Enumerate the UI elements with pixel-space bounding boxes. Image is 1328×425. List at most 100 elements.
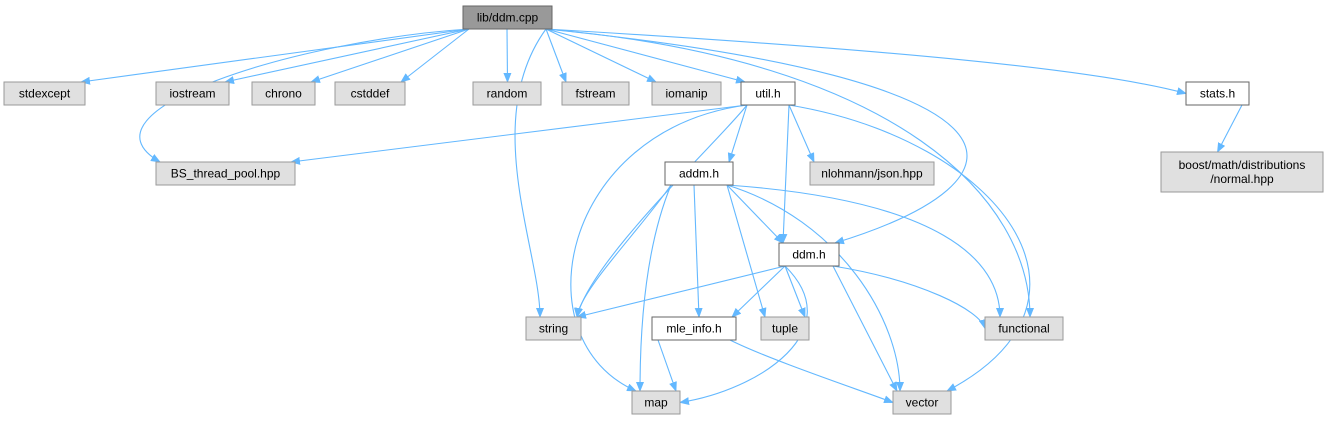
edge-ddm_h-to-functional [832,265,987,330]
edge-addm_h-to-ddm_h [726,184,784,244]
node-map: map [631,390,681,415]
node-label: vector [906,396,939,410]
edge-ddm_cpp-to-util_h [545,28,746,84]
node-label: string [539,322,568,336]
node-ddm-h[interactable]: ddm.h [778,242,840,267]
edge-mle_info-to-map [657,339,677,392]
edge-ddm_h-to-tuple [784,265,806,318]
edge-addm_h-to-tuple [726,184,767,318]
node-string: string [525,316,582,341]
node-label: map [644,396,668,410]
edge-mle_info-to-vector [729,339,894,404]
node-ddm-cpp[interactable]: lib/ddm.cpp [462,5,553,30]
node-util-h[interactable]: util.h [740,81,796,106]
node-box [740,81,796,106]
node-label: iomanip [665,87,707,101]
node-box [462,5,553,30]
edge-ddm_cpp-to-stdexcept [80,28,470,85]
edge-util_h-to-ddm_h [779,104,790,244]
edge-addm_h-to-vector [726,184,904,392]
edge-util_h-to-addm_h [727,104,748,163]
node-box [472,81,542,106]
node-stats-h[interactable]: stats.h [1185,81,1250,106]
node-chrono: chrono [251,81,316,106]
node-boost-normal: boost/math/distributions/normal.hpp [1160,151,1324,193]
node-label: /normal.hpp [1210,172,1274,186]
node-mle-info[interactable]: mle_info.h [651,316,737,341]
node-label: util.h [755,87,780,101]
edge-ddm_cpp-to-fstream [545,28,567,83]
node-bs-pool: BS_thread_pool.hpp [155,161,296,186]
node-label: mle_info.h [666,322,721,336]
node-box [155,161,296,186]
node-label: fstream [575,87,615,101]
node-box [525,316,582,341]
edge-ddm_cpp-to-random [503,28,512,83]
node-label: BS_thread_pool.hpp [171,167,281,181]
node-label: ddm.h [792,248,825,262]
node-label: addm.h [679,167,719,181]
node-iostream: iostream [155,81,230,106]
node-box [809,161,935,186]
node-label: stats.h [1200,87,1235,101]
node-iomanip: iomanip [651,81,722,106]
edge-util_h-to-map [570,104,748,392]
node-box [778,242,840,267]
node-label: tuple [772,322,798,336]
edge-ddm_cpp-to-ddm_h [545,28,968,245]
edge-ddm_cpp-to-cstddef [400,28,470,83]
node-box [892,390,952,415]
node-label: stdexcept [19,87,71,101]
node-box [561,81,630,106]
node-box [1185,81,1250,106]
edges-layer [80,28,1243,406]
edge-util_h-to-vector [788,104,1031,392]
node-box [334,81,406,106]
node-box [760,316,810,341]
node-box [1160,151,1324,193]
node-stdexcept: stdexcept [3,81,86,106]
edge-ddm_cpp-to-bs_pool [139,28,470,163]
edge-ddm_cpp-to-stats_h [545,28,1187,95]
edge-ddm_h-to-map [679,265,808,406]
node-label: boost/math/distributions [1179,158,1306,172]
node-box [631,390,681,415]
edge-ddm_cpp-to-string [514,28,547,318]
node-label: lib/ddm.cpp [477,11,539,25]
node-functional: functional [984,316,1064,341]
node-label: functional [998,322,1049,336]
edge-ddm_h-to-vector [832,265,898,392]
node-cstddef: cstddef [334,81,406,106]
node-box [664,161,734,186]
node-box [651,316,737,341]
node-box [651,81,722,106]
node-vector: vector [892,390,952,415]
edge-ddm_cpp-to-chrono [310,28,470,83]
node-label: iostream [169,87,215,101]
edge-ddm_h-to-string [576,265,786,319]
node-label: random [487,87,528,101]
node-fstream: fstream [561,81,630,106]
edge-ddm_h-to-mle_info [731,265,786,318]
edge-ddm_cpp-to-functional [545,28,1034,318]
node-label: chrono [265,87,302,101]
edge-stats_h-to-boost_normal [1217,104,1243,153]
edge-addm_h-to-functional [726,184,1004,318]
node-random: random [472,81,542,106]
edge-ddm_cpp-to-iostream [224,28,470,84]
node-tuple: tuple [760,316,810,341]
node-box [155,81,230,106]
edge-util_h-to-bs_pool [290,104,748,165]
node-box [3,81,86,106]
edge-addm_h-to-string [574,184,672,318]
node-json: nlohmann/json.hpp [809,161,935,186]
node-label: cstddef [351,87,390,101]
edge-util_h-to-json [788,104,815,163]
edge-addm_h-to-mle_info [693,184,703,318]
node-addm-h[interactable]: addm.h [664,161,734,186]
node-box [251,81,316,106]
node-box [984,316,1064,341]
edge-ddm_cpp-to-iomanip [545,28,657,83]
